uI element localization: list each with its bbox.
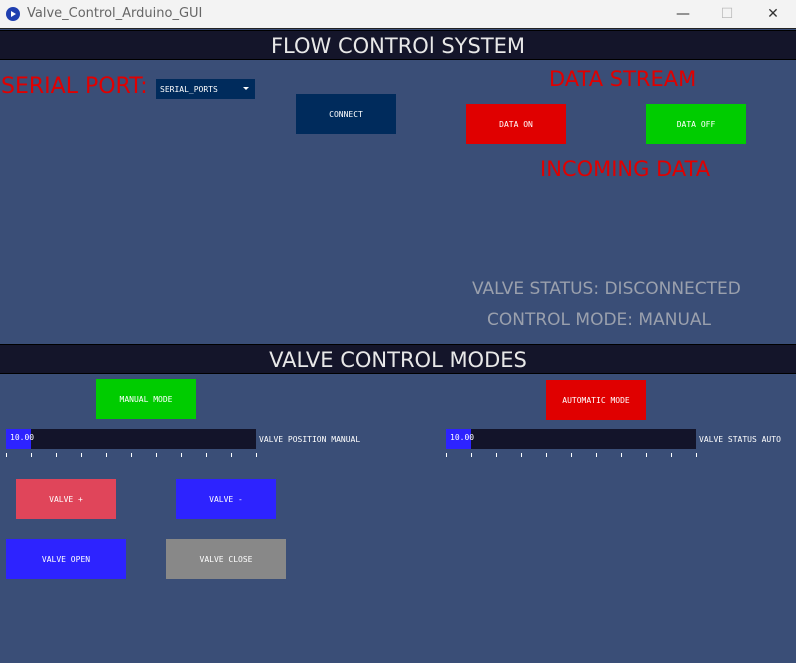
data-on-button[interactable]: DATA ON bbox=[466, 104, 566, 144]
connect-button[interactable]: CONNECT bbox=[296, 94, 396, 134]
title-bar: Valve_Control_Arduino_GUI — ☐ ✕ bbox=[0, 0, 796, 29]
slider-tick bbox=[546, 453, 547, 457]
manual-mode-button[interactable]: MANUAL MODE bbox=[96, 379, 196, 419]
automatic-mode-button[interactable]: AUTOMATIC MODE bbox=[546, 380, 646, 420]
slider-tick bbox=[446, 453, 447, 457]
slider-tick bbox=[256, 453, 257, 457]
serial-port-label: SERIAL PORT: bbox=[1, 74, 148, 99]
data-stream-title: DATA STREAM bbox=[549, 67, 697, 91]
slider-tick bbox=[206, 453, 207, 457]
slider-tick bbox=[156, 453, 157, 457]
valve-minus-button[interactable]: VALVE - bbox=[176, 479, 276, 519]
slider-fill bbox=[446, 429, 471, 449]
slider-tick bbox=[31, 453, 32, 457]
valve-position-manual-label: VALVE POSITION MANUAL bbox=[259, 435, 361, 444]
dropdown-value: SERIAL_PORTS bbox=[160, 85, 218, 94]
page-title: FLOW CONTROl SYSTEM bbox=[0, 30, 796, 60]
chevron-down-icon bbox=[243, 87, 249, 90]
slider-tick bbox=[131, 453, 132, 457]
valve-plus-button[interactable]: VALVE + bbox=[16, 479, 116, 519]
slider-tick bbox=[496, 453, 497, 457]
slider-tick bbox=[471, 453, 472, 457]
slider-tick bbox=[6, 453, 7, 457]
slider-tick bbox=[696, 453, 697, 457]
slider-fill bbox=[6, 429, 31, 449]
slider-value: 10.00 bbox=[10, 433, 35, 442]
valve-status-auto-label: VALVE STATUS AUTO bbox=[699, 435, 781, 444]
slider-tick bbox=[521, 453, 522, 457]
slider-tick bbox=[231, 453, 232, 457]
slider-tick bbox=[56, 453, 57, 457]
slider-tick bbox=[621, 453, 622, 457]
incoming-data-label: INCOMING DATA bbox=[540, 157, 711, 181]
slider-value: 10.00 bbox=[450, 433, 475, 442]
control-mode: CONTROL MODE: MANUAL bbox=[487, 310, 711, 330]
slider-tick bbox=[646, 453, 647, 457]
slider-tick bbox=[671, 453, 672, 457]
slider-tick bbox=[106, 453, 107, 457]
valve-position-manual-slider[interactable]: 10.00 bbox=[6, 429, 256, 449]
slider-tick bbox=[571, 453, 572, 457]
serial-ports-dropdown[interactable]: SERIAL_PORTS bbox=[156, 79, 255, 99]
valve-close-button[interactable]: VALVE CLOSE bbox=[166, 539, 286, 579]
minimize-button[interactable]: — bbox=[676, 6, 690, 22]
slider-tick bbox=[596, 453, 597, 457]
section-title: VALVE CONTROL MODES bbox=[0, 344, 796, 374]
close-button[interactable]: ✕ bbox=[767, 6, 779, 22]
slider-tick bbox=[81, 453, 82, 457]
valve-open-button[interactable]: VALVE OPEN bbox=[6, 539, 126, 579]
valve-status: VALVE STATUS: DISCONNECTED bbox=[472, 279, 741, 299]
data-off-button[interactable]: DATA OFF bbox=[646, 104, 746, 144]
valve-status-auto-slider[interactable]: 10.00 bbox=[446, 429, 696, 449]
app-icon bbox=[6, 7, 20, 21]
window-title: Valve_Control_Arduino_GUI bbox=[27, 6, 203, 21]
maximize-button[interactable]: ☐ bbox=[720, 6, 734, 22]
slider-tick bbox=[181, 453, 182, 457]
